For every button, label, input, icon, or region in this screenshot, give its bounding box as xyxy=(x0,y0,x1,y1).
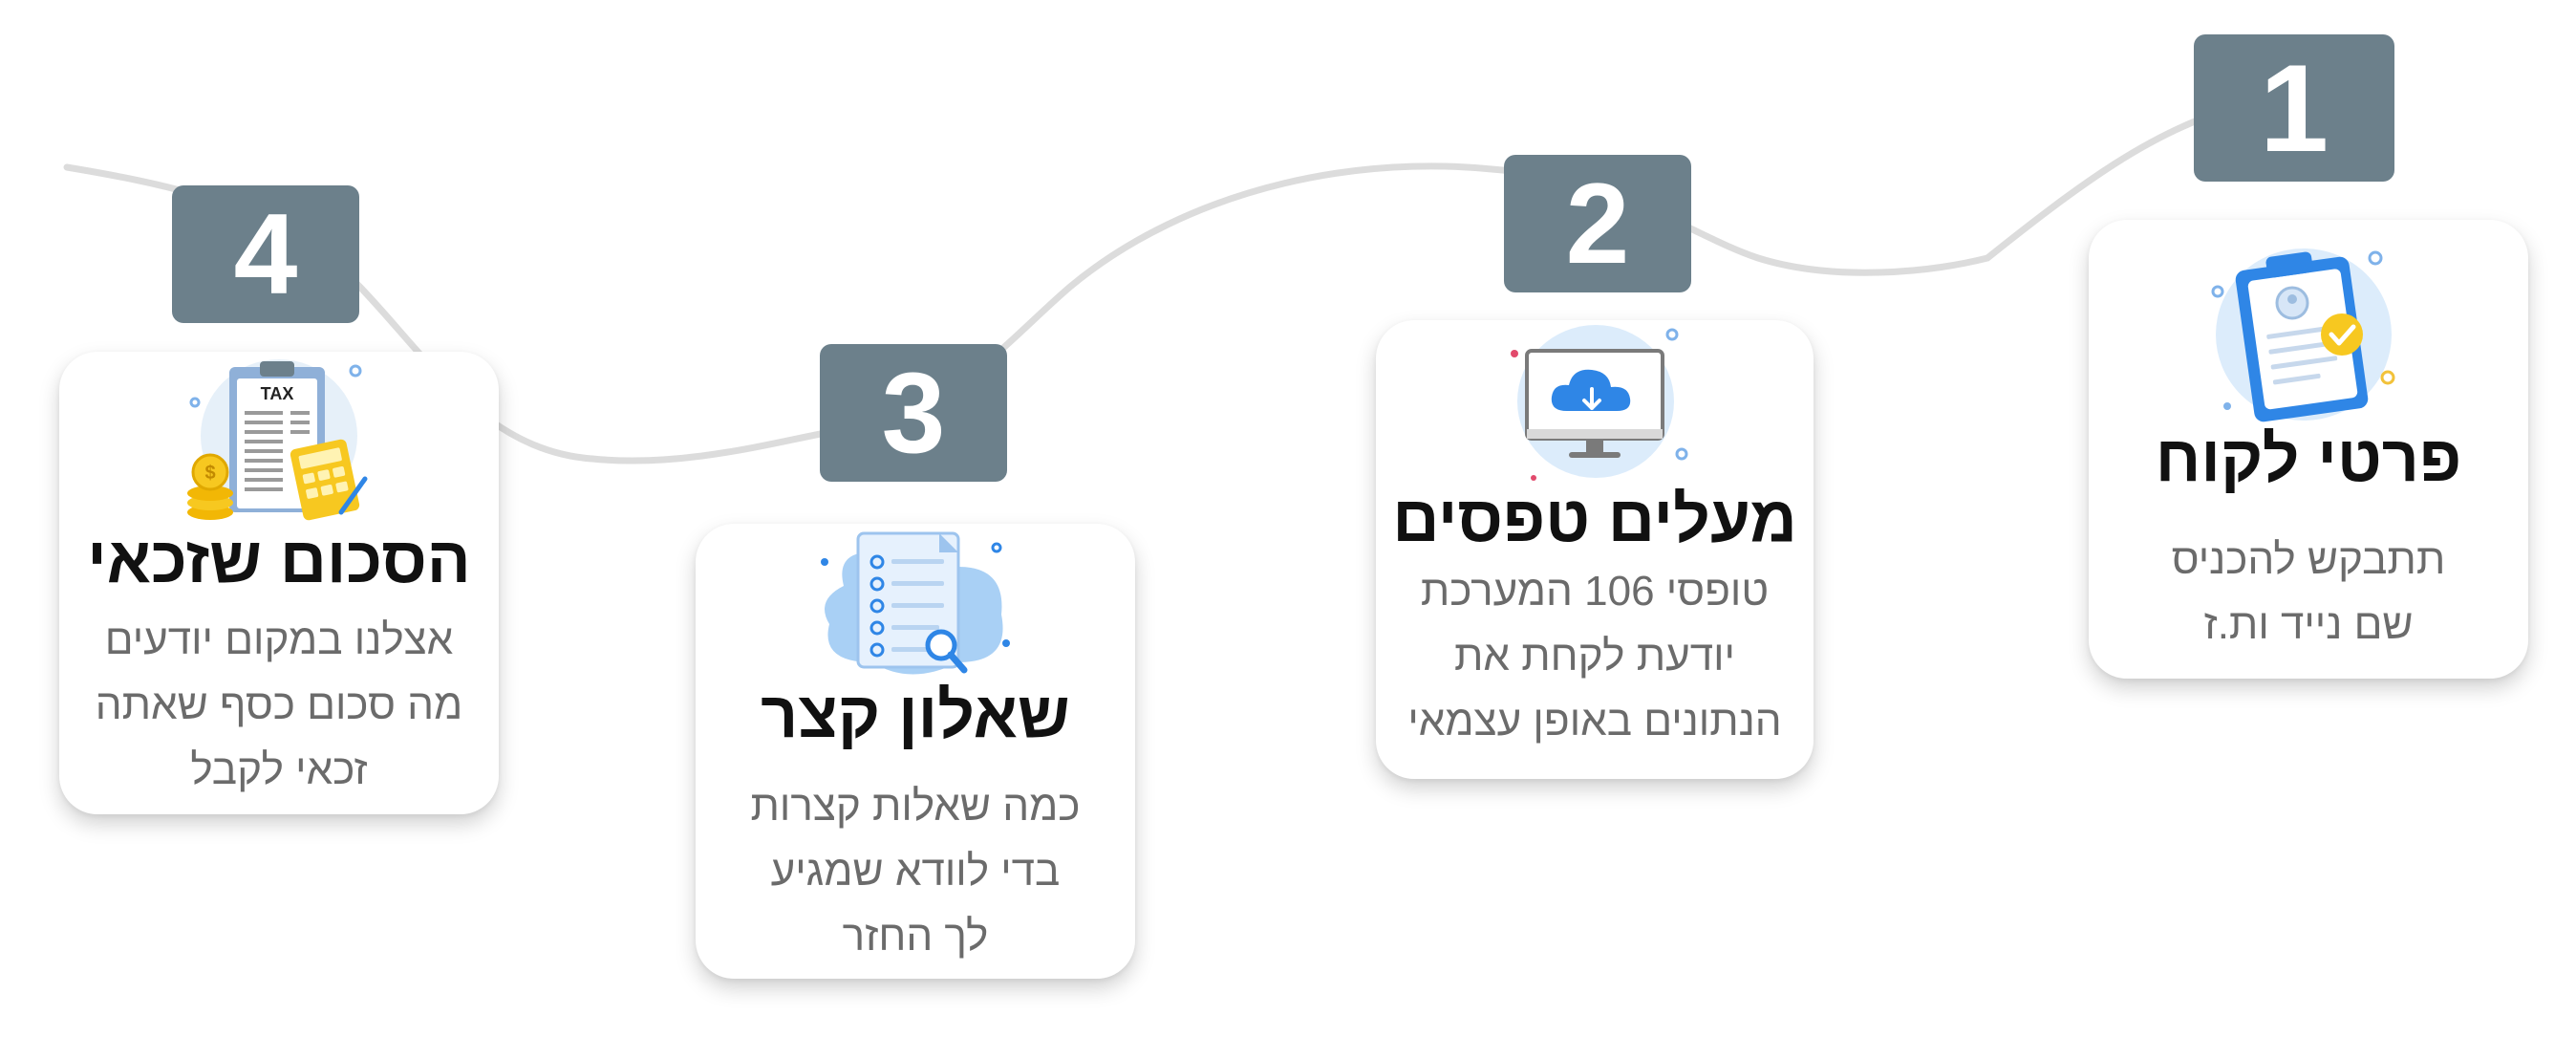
tax-calculator-coins-icon: TAX $ xyxy=(187,359,368,521)
step-title: פרטי לקוח xyxy=(2155,422,2462,495)
step-title: מעלים טפסים xyxy=(1392,483,1797,555)
step-card-2: מעלים טפסים טופסי 106 המערכת יודעת לקחת … xyxy=(1376,320,1814,779)
step-description: תתבקש להכניס שם נייד ות.ז xyxy=(2171,536,2446,648)
cloud-upload-monitor-icon xyxy=(1511,325,1688,481)
step-description: כמה שאלות קצרות בדי לוודא שמגיע לך החזר xyxy=(750,783,1081,960)
step-card-3: שאלון קצר כמה שאלות קצרות בדי לוודא שמגי… xyxy=(696,524,1135,979)
svg-text:$: $ xyxy=(204,463,215,484)
step-description: טופסי 106 המערכת יודעת לקחת את הנתונים ב… xyxy=(1407,568,1782,745)
clipboard-profile-icon xyxy=(2211,248,2395,422)
svg-text:TAX: TAX xyxy=(261,384,294,403)
step-card-4: TAX $ הסכום שזכאי אצלנו במקום יודעים מה … xyxy=(59,352,499,814)
checklist-search-icon xyxy=(821,531,1010,675)
step-badge-3: 3 xyxy=(820,344,1007,482)
step-badge-1: 1 xyxy=(2194,34,2394,182)
step-description: אצלנו במקום יודעים מה סכום כסף שאתה זכאי… xyxy=(95,616,463,793)
step-badge-2: 2 xyxy=(1504,155,1691,292)
step-title: הסכום שזכאי xyxy=(87,524,471,596)
step-title: שאלון קצר xyxy=(761,679,1070,751)
step-card-1: פרטי לקוח תתבקש להכניס שם נייד ות.ז xyxy=(2089,220,2528,679)
step-badge-4: 4 xyxy=(172,185,359,323)
